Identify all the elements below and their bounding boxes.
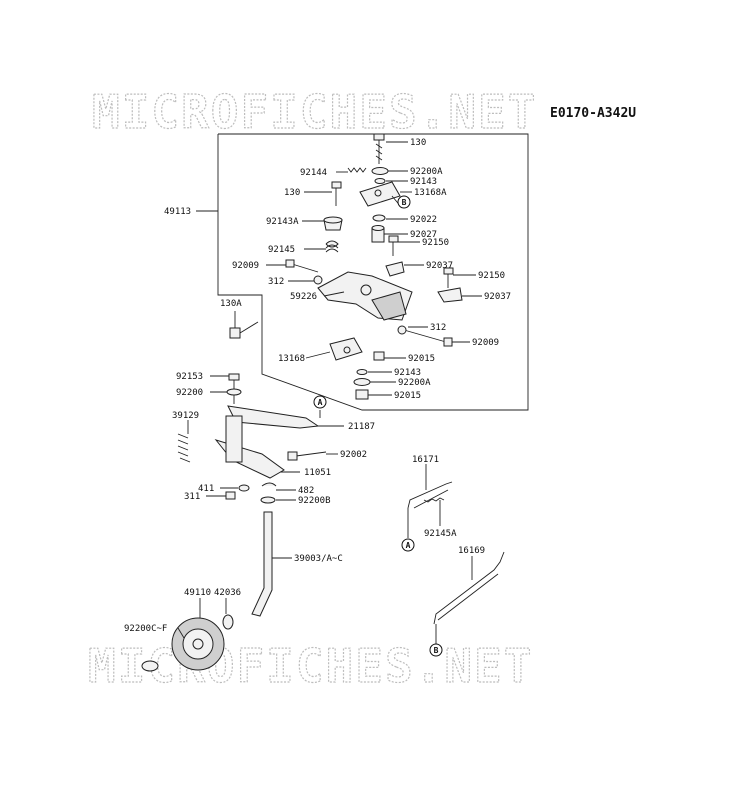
- label-311: 311: [184, 492, 200, 502]
- label-59226: 59226: [290, 292, 317, 302]
- label-39003: 39003/A~C: [294, 554, 343, 564]
- label-130a: 130A: [220, 299, 242, 309]
- label-92037-a: 92037: [426, 261, 453, 271]
- label-92022: 92022: [410, 215, 437, 225]
- label-312-right: 312: [430, 323, 446, 333]
- label-92009-right: 92009: [472, 338, 499, 348]
- label-92200: 92200: [176, 388, 203, 398]
- label-92015-a: 92015: [408, 354, 435, 364]
- label-13168: 13168: [278, 354, 305, 364]
- label-130-top: 130: [410, 138, 426, 148]
- label-92037-b: 92037: [484, 292, 511, 302]
- callout-a-rod: A: [401, 538, 415, 552]
- label-16169: 16169: [458, 546, 485, 556]
- label-92027: 92027: [410, 230, 437, 240]
- label-42036: 42036: [214, 588, 241, 598]
- assembly-frame: [217, 133, 529, 411]
- governor-bracket-assembly: [229, 133, 463, 400]
- label-39129: 39129: [172, 411, 199, 421]
- label-11051: 11051: [304, 468, 331, 478]
- label-49113: 49113: [164, 207, 191, 217]
- label-92015-b: 92015: [394, 391, 421, 401]
- governor-arm-assembly: [141, 373, 327, 672]
- label-92009-left: 92009: [232, 261, 259, 271]
- label-92200a-top: 92200A: [410, 167, 443, 177]
- label-92144: 92144: [300, 168, 327, 178]
- label-92145: 92145: [268, 245, 295, 255]
- leader-lines: [177, 141, 482, 644]
- label-130-left: 130: [284, 188, 300, 198]
- label-92200a-bottom: 92200A: [398, 378, 431, 388]
- label-92143-top: 92143: [410, 177, 437, 187]
- label-92143-bottom: 92143: [394, 368, 421, 378]
- diagram-code: E0170-A342U: [550, 106, 636, 121]
- label-411: 411: [198, 484, 214, 494]
- svg-text:B: B: [402, 198, 407, 207]
- label-92153: 92153: [176, 372, 203, 382]
- label-92143a: 92143A: [266, 217, 299, 227]
- part-labels: 130 92144 92200A 92143 130 13168A 49113 …: [124, 138, 511, 634]
- label-21187: 21187: [348, 422, 375, 432]
- watermark-top: MICROFICHES.NET: [92, 85, 537, 139]
- label-92200c-f: 92200C~F: [124, 624, 167, 634]
- label-92150-a: 92150: [422, 238, 449, 248]
- svg-text:A: A: [318, 398, 323, 407]
- label-312-left: 312: [268, 277, 284, 287]
- label-16171: 16171: [412, 455, 439, 465]
- label-482: 482: [298, 486, 314, 496]
- callout-b-top: B: [397, 195, 411, 209]
- link-rods: [407, 481, 505, 625]
- svg-text:A: A: [406, 541, 411, 550]
- label-92002: 92002: [340, 450, 367, 460]
- label-92200b: 92200B: [298, 496, 331, 506]
- label-49110: 49110: [184, 588, 211, 598]
- label-92150-b: 92150: [478, 271, 505, 281]
- callout-a-arm: A: [313, 395, 327, 409]
- label-92145a: 92145A: [424, 529, 457, 539]
- svg-text:B: B: [434, 646, 439, 655]
- label-13168a: 13168A: [414, 188, 447, 198]
- callout-b-rod: B: [429, 643, 443, 657]
- watermark-bottom: MICROFICHES.NET: [88, 639, 533, 693]
